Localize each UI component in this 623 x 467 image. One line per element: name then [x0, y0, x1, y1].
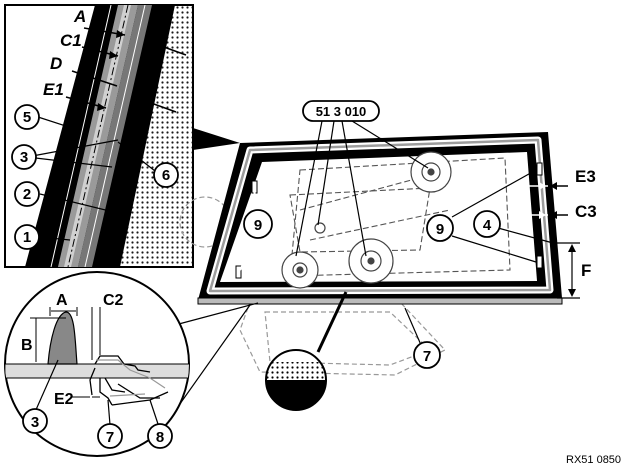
- label-E2: E2: [54, 391, 74, 408]
- svg-text:7: 7: [423, 348, 431, 365]
- label-C1: C1: [60, 31, 82, 50]
- callout-9-left: 9: [239, 189, 273, 271]
- edge-section-detail: A C1 D E1 5 3 2 1 6: [4, 4, 194, 268]
- tool-number: 51 3 010: [316, 104, 367, 119]
- seal-profile-detail: A C2 B E2 3 7 8: [4, 271, 190, 457]
- svg-text:4: 4: [483, 217, 492, 234]
- label-B: B: [21, 337, 33, 354]
- svg-text:8: 8: [156, 429, 164, 446]
- callout-5: 5: [14, 104, 40, 130]
- svg-text:9: 9: [436, 221, 444, 238]
- section-magnifier: [265, 291, 348, 411]
- callout-4: 4: [473, 210, 554, 244]
- circle-leader-top: [174, 302, 259, 326]
- svg-text:7: 7: [106, 429, 114, 446]
- callout-3-profile: 3: [22, 359, 59, 434]
- svg-text:2: 2: [23, 186, 31, 203]
- callout-2: 2: [14, 181, 40, 207]
- svg-text:6: 6: [162, 167, 170, 184]
- callout-9-right: 9: [426, 169, 537, 263]
- svg-text:9: 9: [254, 217, 262, 234]
- label-A-profile: A: [56, 292, 68, 309]
- figure-reference: RX51 0850: [566, 454, 621, 466]
- svg-text:3: 3: [20, 149, 28, 166]
- label-F: F: [581, 261, 591, 280]
- callout-3-detail: 3: [11, 144, 37, 170]
- callout-1: 1: [14, 224, 40, 250]
- dimension-F: F: [557, 242, 591, 299]
- svg-text:3: 3: [31, 414, 39, 431]
- svg-text:5: 5: [23, 109, 31, 126]
- detail-leader: [193, 128, 240, 150]
- label-D: D: [50, 54, 62, 73]
- dimension-C3: C3: [520, 202, 597, 221]
- callout-7-right: 7: [404, 307, 441, 369]
- callout-6: 6: [153, 162, 179, 188]
- tool-callout: 51 3 010: [295, 100, 429, 257]
- label-C3: C3: [575, 202, 597, 221]
- dimension-E3: E3: [520, 167, 596, 190]
- label-E1: E1: [43, 80, 64, 99]
- window-assembly: [179, 132, 563, 376]
- label-E3: E3: [575, 167, 596, 186]
- label-A: A: [73, 7, 86, 26]
- callout-8: 8: [147, 399, 173, 449]
- label-C2: C2: [103, 292, 124, 309]
- callout-7-profile: 7: [97, 399, 123, 449]
- svg-text:1: 1: [23, 229, 31, 246]
